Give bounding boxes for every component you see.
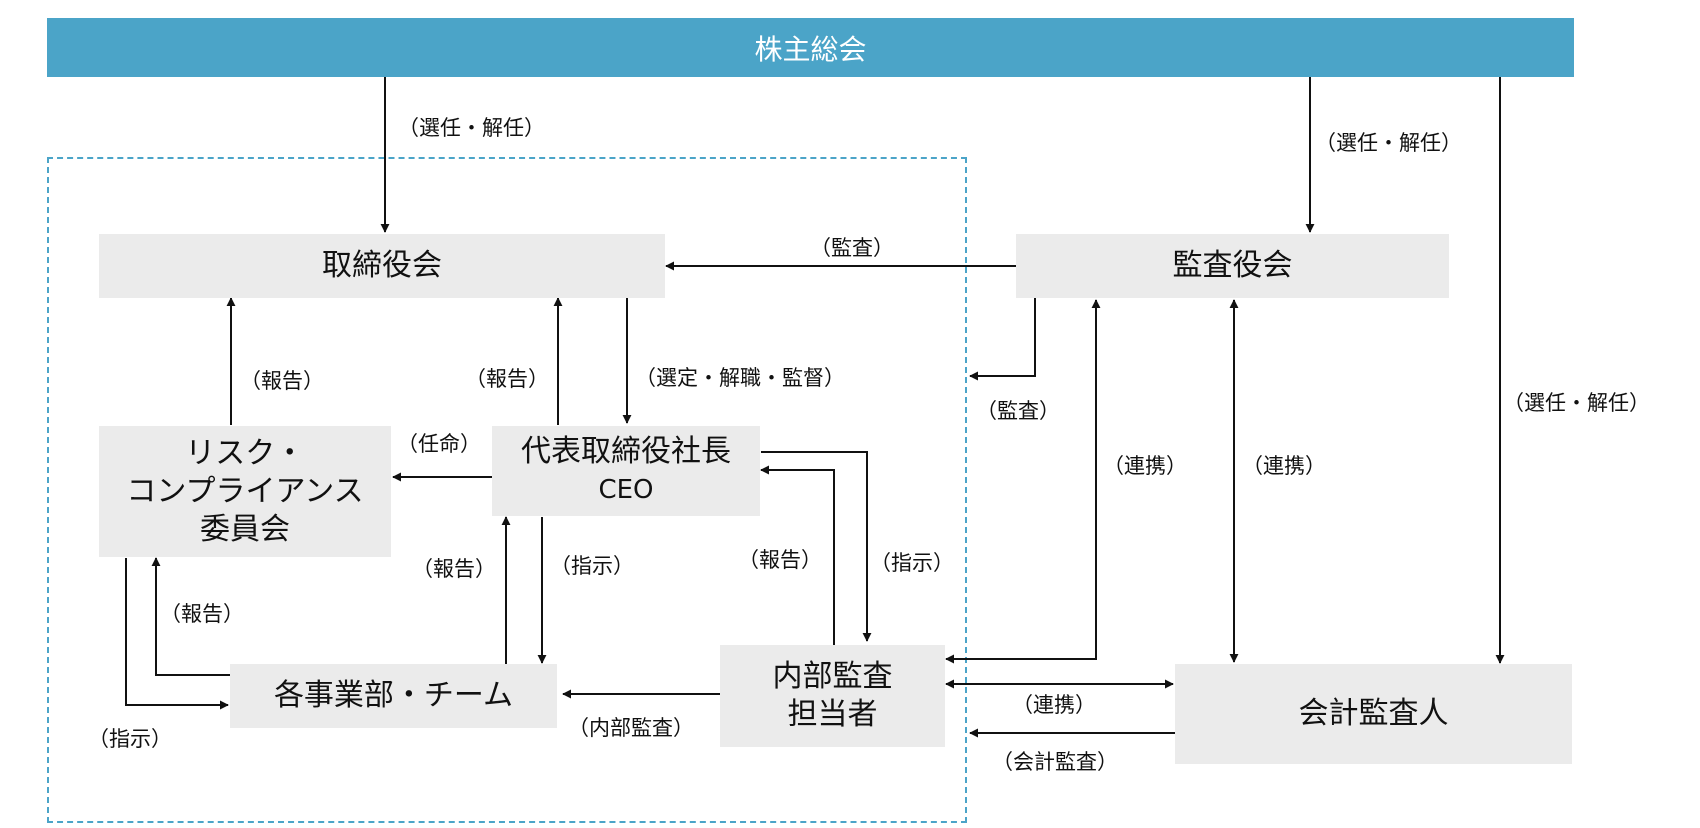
arrow-auditboard-frame xyxy=(969,298,1036,381)
label-audit-ceo: （報告） xyxy=(738,548,822,572)
label-accounting-audit: （会計監査） xyxy=(992,750,1118,774)
audit-board: 監査役会 xyxy=(1016,234,1449,298)
internal-audit-officer: 内部監査 担当者 xyxy=(720,645,945,747)
arrow-risk-dept xyxy=(125,558,229,710)
departments-label: 各事業部・チーム xyxy=(273,678,514,713)
general-shareholders-meeting-label: 株主総会 xyxy=(754,32,867,66)
arrow-auditboard-internal xyxy=(945,299,1101,664)
ceo-box: 代表取締役社長 CEO xyxy=(492,426,760,516)
label-dept-ceo: （報告） xyxy=(412,557,496,581)
board-of-directors-label: 取締役会 xyxy=(322,248,442,283)
label-auditboard-frame: （監査） xyxy=(976,399,1060,423)
label-ceo-board: （報告） xyxy=(465,367,549,391)
general-shareholders-meeting: 株主総会 xyxy=(47,18,1574,77)
label-risk-board: （報告） xyxy=(240,369,324,393)
label-dept-risk: （報告） xyxy=(160,602,244,626)
label-auditboard-accounting: （連携） xyxy=(1242,454,1326,478)
label-ceo-risk: （任命） xyxy=(397,432,481,456)
board-of-directors: 取締役会 xyxy=(99,234,665,298)
label-internal-accounting: （連携） xyxy=(1012,693,1096,717)
risk-committee-line2: コンプライアンス xyxy=(126,473,364,509)
internal-audit-line1: 内部監査 xyxy=(772,659,893,694)
accounting-auditor: 会計監査人 xyxy=(1175,664,1572,764)
audit-board-label: 監査役会 xyxy=(1172,248,1293,283)
arrow-audit-ceo xyxy=(760,465,835,645)
label-board-ceo: （選定・解職・監督） xyxy=(635,366,845,390)
label-gm-accounting: （選任・解任） xyxy=(1503,391,1650,415)
ceo-line2: CEO xyxy=(598,475,654,505)
label-audit-dept: （内部監査） xyxy=(568,716,694,740)
arrow-ceo-audit xyxy=(761,451,872,642)
internal-audit-line2: 担当者 xyxy=(787,697,878,732)
label-risk-dept: （指示） xyxy=(88,727,172,751)
label-auditboard-board: （監査） xyxy=(810,236,894,260)
label-gm-audit-board: （選任・解任） xyxy=(1315,131,1462,155)
label-auditboard-internal: （連携） xyxy=(1103,454,1187,478)
risk-committee-line1: リスク・ xyxy=(185,435,305,471)
business-departments: 各事業部・チーム xyxy=(230,664,557,728)
accounting-auditor-label: 会計監査人 xyxy=(1298,696,1449,731)
risk-compliance-committee: リスク・ コンプライアンス 委員会 xyxy=(99,426,391,557)
arrow-dept-risk xyxy=(151,557,230,676)
label-ceo-audit: （指示） xyxy=(870,551,954,575)
label-gm-board: （選任・解任） xyxy=(398,116,545,140)
label-ceo-dept: （指示） xyxy=(550,554,634,578)
ceo-line1: 代表取締役社長 xyxy=(521,434,731,469)
risk-committee-line3: 委員会 xyxy=(200,511,290,547)
